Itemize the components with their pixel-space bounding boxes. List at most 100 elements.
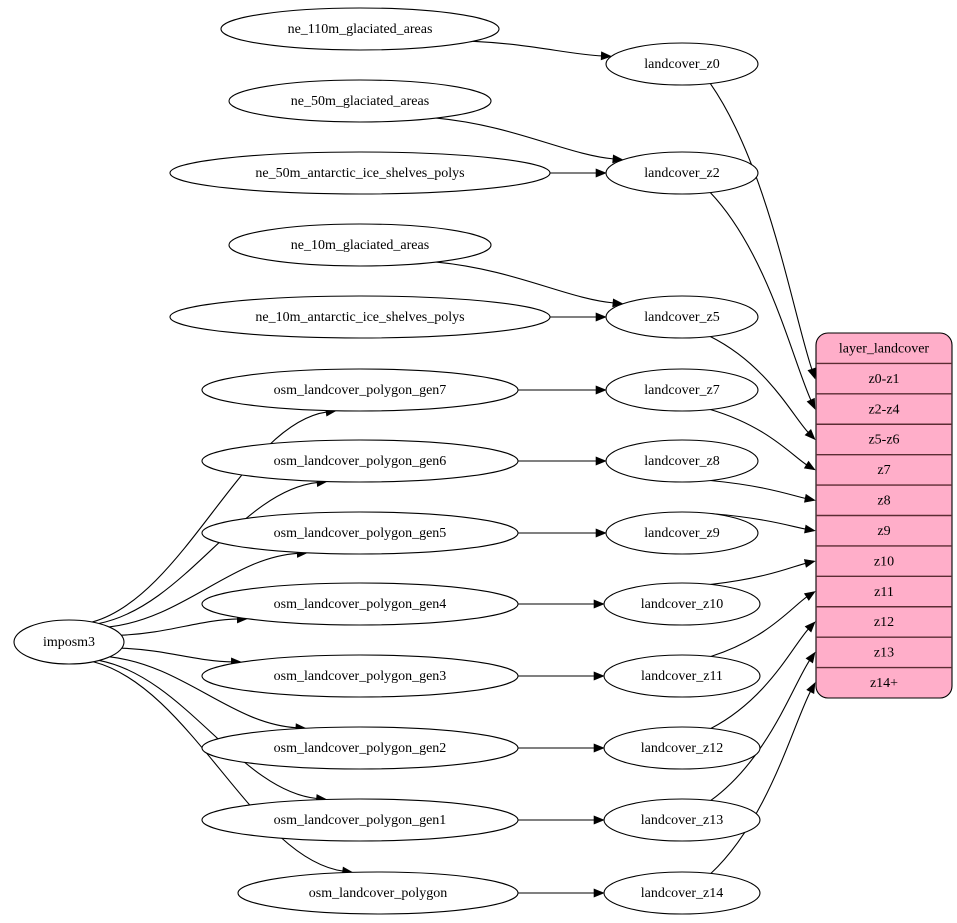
node-shape [605, 151, 759, 195]
node-shape [201, 368, 519, 412]
edge-arrowhead [804, 428, 816, 441]
node-shape [605, 511, 759, 555]
edge-arrowhead [807, 367, 816, 380]
edge-arrowhead [595, 312, 607, 322]
node-ne_10m_antarctic_ice_shelves_polys[interactable]: ne_10m_antarctic_ice_shelves_polys [169, 295, 551, 339]
edge-ne_10m_glaciated_areas-to-landcover_z5 [436, 261, 615, 304]
node-landcover_z5[interactable]: landcover_z5 [605, 295, 759, 339]
edge-arrowhead [595, 168, 607, 178]
edge-landcover_z10-to-row-z10 [710, 562, 807, 586]
table-row-z7[interactable] [816, 455, 952, 485]
node-shape [605, 42, 759, 86]
layer-landcover-table[interactable]: layer_landcoverz0-z1z2-z4z5-z6z7z8z9z10z… [815, 332, 953, 699]
edge-landcover_z14-to-row-z14plus [710, 690, 812, 874]
table-row-z12[interactable] [816, 607, 952, 637]
edge-imposm3-to-osm_landcover_polygon_gen7 [91, 411, 328, 623]
node-shape [201, 511, 519, 555]
node-osm_landcover_polygon_gen5[interactable]: osm_landcover_polygon_gen5 [201, 511, 519, 555]
node-osm_landcover_polygon_gen1[interactable]: osm_landcover_polygon_gen1 [201, 798, 519, 842]
edge-arrowhead [593, 743, 605, 753]
edge-arrowhead [804, 621, 816, 633]
node-osm_landcover_polygon_gen4[interactable]: osm_landcover_polygon_gen4 [201, 582, 519, 626]
edge-arrowhead [806, 682, 816, 694]
node-landcover_z12[interactable]: landcover_z12 [603, 726, 761, 770]
edge-arrowhead [593, 671, 605, 681]
node-shape [605, 368, 759, 412]
node-ne_10m_glaciated_areas[interactable]: ne_10m_glaciated_areas [228, 223, 492, 267]
node-imposm3[interactable]: imposm3 [13, 619, 125, 665]
node-shape [603, 654, 761, 698]
table-row-z10[interactable] [816, 546, 952, 576]
table-row-z11[interactable] [816, 576, 952, 606]
edge-imposm3-to-osm_landcover_polygon [93, 661, 344, 872]
node-shape [169, 295, 551, 339]
node-ne_50m_glaciated_areas[interactable]: ne_50m_glaciated_areas [228, 79, 492, 123]
edge-arrowhead [804, 524, 816, 534]
node-shape [605, 295, 759, 339]
node-shape [228, 223, 492, 267]
node-shape [169, 151, 551, 195]
node-osm_landcover_polygon_gen3[interactable]: osm_landcover_polygon_gen3 [201, 654, 519, 698]
edge-arrowhead [595, 528, 607, 538]
edge-arrowhead [595, 385, 607, 395]
edge-landcover_z2-to-row-z2-z4 [709, 192, 812, 402]
edge-imposm3-to-osm_landcover_polygon_gen1 [98, 659, 318, 800]
edge-imposm3-to-osm_landcover_polygon_gen5 [109, 552, 299, 628]
edge-arrowhead [593, 815, 605, 825]
edge-landcover_z7-to-row-z7 [710, 408, 808, 466]
table-row-z0z1[interactable] [816, 363, 952, 393]
edge-arrowhead [804, 493, 816, 503]
edge-landcover_z0-to-row-z0-z1 [709, 83, 813, 371]
node-landcover_z8[interactable]: landcover_z8 [605, 439, 759, 483]
node-shape [220, 7, 500, 51]
table-row-z5z6[interactable] [816, 424, 952, 454]
table-row-z14[interactable] [816, 668, 952, 698]
table-row-z9[interactable] [816, 516, 952, 546]
edge-imposm3-to-osm_landcover_polygon_gen4 [121, 618, 239, 636]
node-landcover_z9[interactable]: landcover_z9 [605, 511, 759, 555]
edge-arrowhead [600, 51, 613, 61]
node-landcover_z0[interactable]: landcover_z0 [605, 42, 759, 86]
node-shape [201, 654, 519, 698]
node-landcover_z7[interactable]: landcover_z7 [605, 368, 759, 412]
node-landcover_z10[interactable]: landcover_z10 [603, 582, 761, 626]
edge-landcover_z8-to-row-z8 [710, 479, 807, 500]
node-shape [603, 871, 761, 915]
node-shape [228, 79, 492, 123]
node-landcover_z14[interactable]: landcover_z14 [603, 871, 761, 915]
node-ne_50m_antarctic_ice_shelves_polys[interactable]: ne_50m_antarctic_ice_shelves_polys [169, 151, 551, 195]
node-osm_landcover_polygon_gen6[interactable]: osm_landcover_polygon_gen6 [201, 439, 519, 483]
node-shape [603, 726, 761, 770]
edge-arrowhead [593, 599, 605, 609]
node-landcover_z11[interactable]: landcover_z11 [603, 654, 761, 698]
edge-imposm3-to-osm_landcover_polygon_gen2 [109, 656, 297, 729]
edge-arrowhead [806, 397, 816, 410]
table-row-z13[interactable] [816, 637, 952, 667]
node-landcover_z13[interactable]: landcover_z13 [603, 798, 761, 842]
node-shape [201, 798, 519, 842]
edge-ne_50m_glaciated_areas-to-landcover_z2 [436, 117, 615, 160]
node-osm_landcover_polygon[interactable]: osm_landcover_polygon [237, 871, 519, 915]
node-shape [605, 439, 759, 483]
table-row-z2z4[interactable] [816, 394, 952, 424]
node-osm_landcover_polygon_gen7[interactable]: osm_landcover_polygon_gen7 [201, 368, 519, 412]
table-row-z8[interactable] [816, 485, 952, 515]
edge-imposm3-to-osm_landcover_polygon_gen3 [121, 647, 233, 663]
edge-landcover_z11-to-row-z11 [710, 595, 808, 658]
edge-arrowhead [805, 651, 816, 664]
edge-arrowhead [803, 591, 816, 601]
node-ne_110m_glaciated_areas[interactable]: ne_110m_glaciated_areas [220, 7, 500, 51]
edge-arrowhead [593, 888, 605, 898]
edge-ne_110m_glaciated_areas-to-landcover_z0 [472, 40, 603, 57]
edge-landcover_z9-to-row-z9 [710, 512, 807, 530]
node-shape [13, 619, 125, 665]
node-landcover_z2[interactable]: landcover_z2 [605, 151, 759, 195]
node-shape [201, 726, 519, 770]
node-shape [603, 798, 761, 842]
node-osm_landcover_polygon_gen2[interactable]: osm_landcover_polygon_gen2 [201, 726, 519, 770]
node-shape [603, 582, 761, 626]
node-shape [201, 439, 519, 483]
edge-arrowhead [803, 559, 816, 568]
